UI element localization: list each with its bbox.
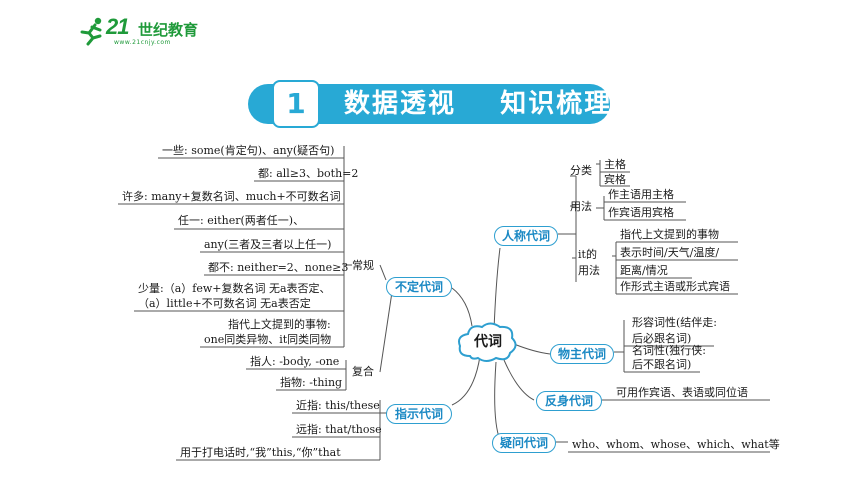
indefinite-item: 一些: some(肯定句)、any(疑否句) — [162, 144, 335, 157]
logo-brand-cn: 世纪教育 — [138, 21, 199, 39]
indefinite-item: 指代上文提到的事物: — [228, 318, 331, 331]
personal-usage-item: 作宾语用宾格 — [608, 206, 674, 219]
indefinite-item: 指物: -thing — [280, 376, 343, 389]
possessive-item: 形容词性(结伴走: — [632, 316, 717, 329]
interrogative-text: who、whom、whose、which、what等 — [572, 438, 780, 451]
branch-interrogative: 疑问代词 — [492, 433, 556, 453]
personal-classification-item: 宾格 — [604, 173, 626, 186]
indefinite-item: any(三者及三者以上任一) — [204, 238, 332, 251]
center-node: 代词 — [474, 334, 502, 350]
indefinite-item: 任一: either(两者任一)、 — [178, 214, 305, 227]
personal-usage-label: 用法 — [570, 200, 592, 213]
logo-brand: 21 — [106, 14, 130, 39]
group-compound: 复合 — [352, 365, 374, 378]
indefinite-item: one同类异物、it同类同物 — [204, 333, 332, 346]
branch-personal: 人称代词 — [494, 226, 558, 246]
branch-reflexive: 反身代词 — [536, 391, 602, 411]
indefinite-item: 都不: neither=2、none≥3 — [208, 261, 349, 274]
branch-demonstrative: 指示代词 — [386, 404, 452, 424]
reflexive-text: 可用作宾语、表语或同位语 — [616, 386, 748, 399]
branch-indefinite: 不定代词 — [386, 277, 452, 297]
logo: 21 世纪教育 www.21cnjy.com — [78, 14, 208, 48]
section-number-box: 1 — [272, 80, 320, 128]
demonstrative-item: 远指: that/those — [296, 423, 382, 436]
indefinite-item: 都: all≥3、both=2 — [258, 167, 359, 180]
group-common: 常规 — [352, 259, 374, 272]
possessive-item: 后必跟名词) — [632, 332, 692, 345]
branch-possessive: 物主代词 — [550, 344, 614, 364]
indefinite-item: 指人: -body, -one — [250, 355, 340, 368]
section-banner: 1 数据透视 知识梳理 — [248, 80, 613, 128]
personal-usage-item: 作主语用主格 — [608, 188, 674, 201]
indefinite-item: （a）little+不可数名词 无a表否定 — [138, 297, 311, 310]
indefinite-item: 许多: many+复数名词、much+不可数名词 — [122, 190, 341, 203]
it-usage-item: 表示时间/天气/温度/ — [620, 246, 720, 259]
it-usage-label: 用法 — [578, 264, 600, 277]
runner-logo-icon — [80, 17, 102, 46]
personal-classification-label: 分类 — [570, 164, 592, 177]
center-cloud-icon — [458, 322, 517, 362]
indefinite-item: 少量:（a）few+复数名词 无a表否定、 — [138, 282, 331, 295]
section-title: 数据透视 知识梳理 — [344, 89, 613, 119]
it-usage-label: it的 — [578, 248, 597, 261]
personal-classification-item: 主格 — [604, 158, 626, 171]
demonstrative-item: 用于打电话时,“我”this,“你”that — [180, 446, 341, 459]
possessive-item: 名词性(独行侠: — [632, 344, 706, 357]
logo-url: www.21cnjy.com — [114, 39, 171, 46]
possessive-item: 后不跟名词) — [632, 358, 692, 371]
it-usage-item: 距离/情况 — [620, 264, 668, 277]
it-usage-item: 作形式主语或形式宾语 — [620, 280, 730, 293]
it-usage-item: 指代上文提到的事物 — [620, 228, 719, 241]
section-number: 1 — [286, 87, 306, 120]
demonstrative-item: 近指: this/these — [296, 399, 380, 412]
